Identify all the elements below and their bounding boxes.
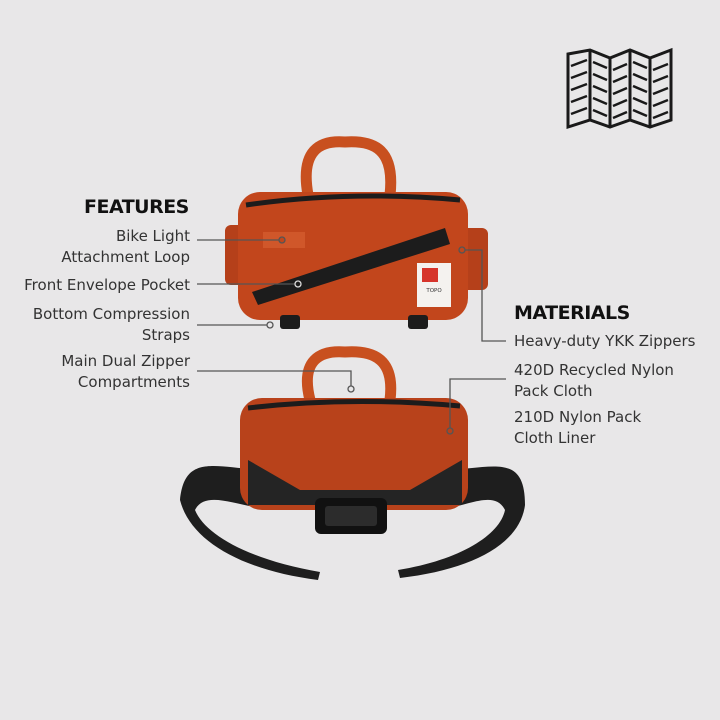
feature-line: Front Envelope Pocket (24, 276, 190, 294)
feature-line: Main Dual Zipper (61, 352, 190, 370)
feature-line: Compartments (77, 373, 190, 391)
feature-line: Bottom Compression (32, 305, 190, 323)
materials-title: MATERIALS (514, 302, 630, 324)
material-ykk-zippers: Heavy-duty YKK Zippers (514, 331, 695, 352)
material-line: Heavy-duty YKK Zippers (514, 332, 696, 350)
leader-lines (197, 236, 506, 435)
feature-bike-light-loop: Bike Light Attachment Loop (61, 226, 190, 268)
folded-map-icon (566, 47, 673, 130)
feature-bottom-compression-straps: Bottom Compression Straps (33, 304, 190, 346)
material-210d-liner: 210D Nylon Pack Cloth Liner (514, 407, 641, 449)
feature-line: Bike Light (115, 227, 190, 245)
bag-back-view (180, 346, 525, 580)
feature-line: Attachment Loop (61, 248, 190, 266)
bag-front-view: TOPO (225, 136, 488, 329)
feature-front-envelope-pocket: Front Envelope Pocket (24, 275, 190, 296)
feature-line: Straps (141, 326, 190, 344)
logo-label: TOPO (425, 288, 442, 294)
material-line: Pack Cloth (514, 382, 593, 400)
material-line: Cloth Liner (514, 429, 596, 447)
features-title: FEATURES (84, 196, 189, 218)
material-line: 210D Nylon Pack (514, 408, 642, 426)
feature-main-dual-zipper: Main Dual Zipper Compartments (61, 351, 190, 393)
material-line: 420D Recycled Nylon (514, 361, 674, 379)
material-420d-nylon: 420D Recycled Nylon Pack Cloth (514, 360, 674, 402)
